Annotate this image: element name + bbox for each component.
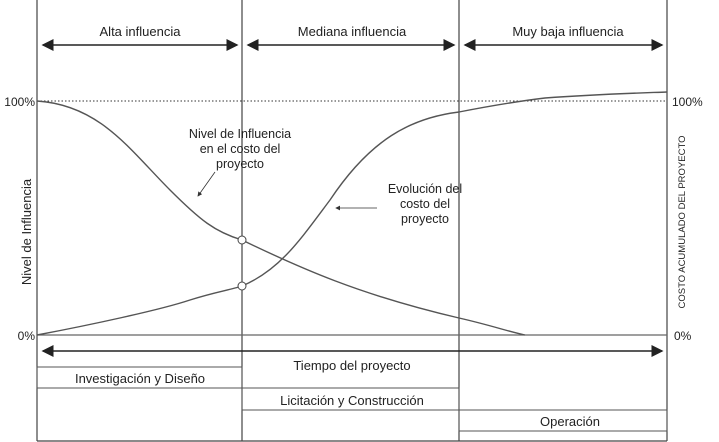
stage-design-box [36,366,243,389]
cost-label-line: proyecto [401,212,449,226]
influence-marker [237,235,247,245]
cost-curve-label: Evolución del costo del proyecto [360,182,490,227]
cost-label-line: costo del [399,197,451,211]
left-axis-0: 0% [18,329,36,343]
stage-construction-box [241,387,460,411]
right-axis-100: 100% [672,95,703,109]
cost-curve [36,91,668,336]
time-label: Tiempo del proyecto [293,358,410,373]
phase-medium-label: Mediana influencia [298,24,407,39]
phase-high-label: Alta influencia [100,24,182,39]
influence-curve-label: Nivel de Influencia en el costo del proy… [160,127,320,172]
stage-construction-label: Licitación y Construcción [280,393,424,408]
influence-pointer [197,171,216,197]
phase-low-label: Muy baja influencia [512,24,624,39]
left-axis-100: 100% [4,95,35,109]
influence-label-line: proyecto [216,157,264,171]
cost-marker [237,281,247,291]
right-axis-title: COSTO ACUMULADO DEL PROYECTO [677,136,688,309]
stage-operation-label: Operación [540,414,600,429]
influence-label-line: en el costo del [199,142,281,156]
right-axis-0: 0% [674,329,692,343]
left-axis-title: Nivel de Influencia [19,178,34,285]
stage-operation-box [458,409,668,432]
influence-label-line: Nivel de Influencia [188,127,292,141]
cost-label-line: Evolución del [387,182,463,196]
stage-design-label: Investigación y Diseño [75,371,205,386]
